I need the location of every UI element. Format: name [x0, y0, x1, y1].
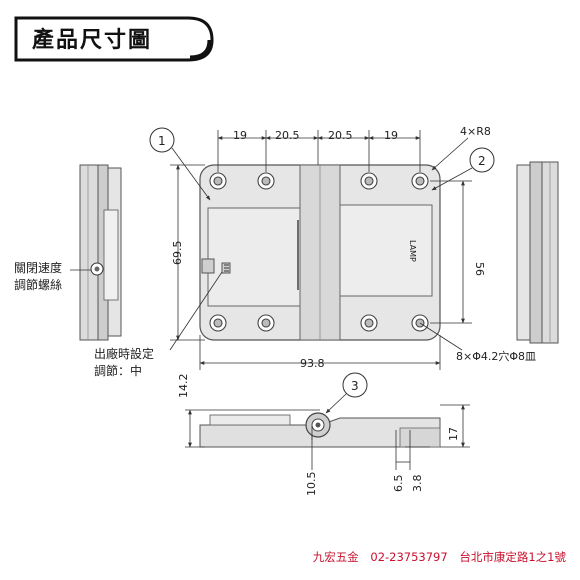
callout-2: 2: [478, 154, 486, 168]
footer-phone: 02-23753797: [370, 550, 448, 564]
callout-2-circle: [469, 147, 495, 173]
callout-1: 1: [158, 134, 166, 148]
speed-note-2: 調節螺絲: [14, 277, 62, 292]
bottom-view-dims: [185, 404, 470, 470]
height-dim-right: [430, 180, 472, 324]
dim-top-1: 19: [233, 129, 247, 142]
mounting-holes: [209, 172, 429, 332]
brand-mark: LAMP: [408, 240, 417, 262]
holes-label: 8×Φ4.2穴Φ8皿: [456, 349, 536, 363]
dim-side-17: 17: [447, 427, 460, 441]
dim-top-3: 20.5: [328, 129, 353, 142]
callout-3-circle: [342, 372, 368, 398]
title-tab: 產品尺寸圖: [12, 14, 214, 62]
top-dimensions: [217, 130, 421, 172]
dim-width: 93.8: [300, 357, 325, 370]
dim-side-14: 14.2: [177, 374, 190, 399]
dim-height-right: 56: [473, 262, 486, 276]
factory-note-2: 調節：中: [94, 363, 142, 378]
dim-top-2: 20.5: [275, 129, 300, 142]
title-tab-frame: [14, 16, 214, 62]
right-side-view: [516, 161, 559, 344]
dim-side-38: 3.8: [411, 475, 424, 493]
dim-height-left: 69.5: [171, 241, 184, 266]
speed-note-1: 關閉速度: [14, 260, 62, 275]
factory-note-1: 出廠時設定: [94, 346, 154, 361]
dim-top-4: 19: [384, 129, 398, 142]
footer-address: 台北市康定路1之1號: [459, 550, 566, 564]
footer-company: 九宏五金: [312, 550, 359, 564]
callout-1-circle: [149, 127, 175, 153]
page-title: 產品尺寸圖: [32, 28, 153, 53]
bottom-side-view: [199, 412, 441, 448]
left-side-view: [79, 164, 122, 341]
height-dim-left: [170, 164, 205, 341]
callout-3: 3: [351, 379, 359, 393]
front-view: LAMP: [199, 164, 441, 341]
dim-side-105: 10.5: [305, 472, 318, 497]
radius-label: 4×R8: [460, 125, 491, 138]
dim-side-65: 6.5: [392, 475, 405, 493]
width-dim: [199, 335, 441, 370]
footer: 九宏五金 02-23753797 台北市康定路1之1號: [313, 549, 566, 565]
